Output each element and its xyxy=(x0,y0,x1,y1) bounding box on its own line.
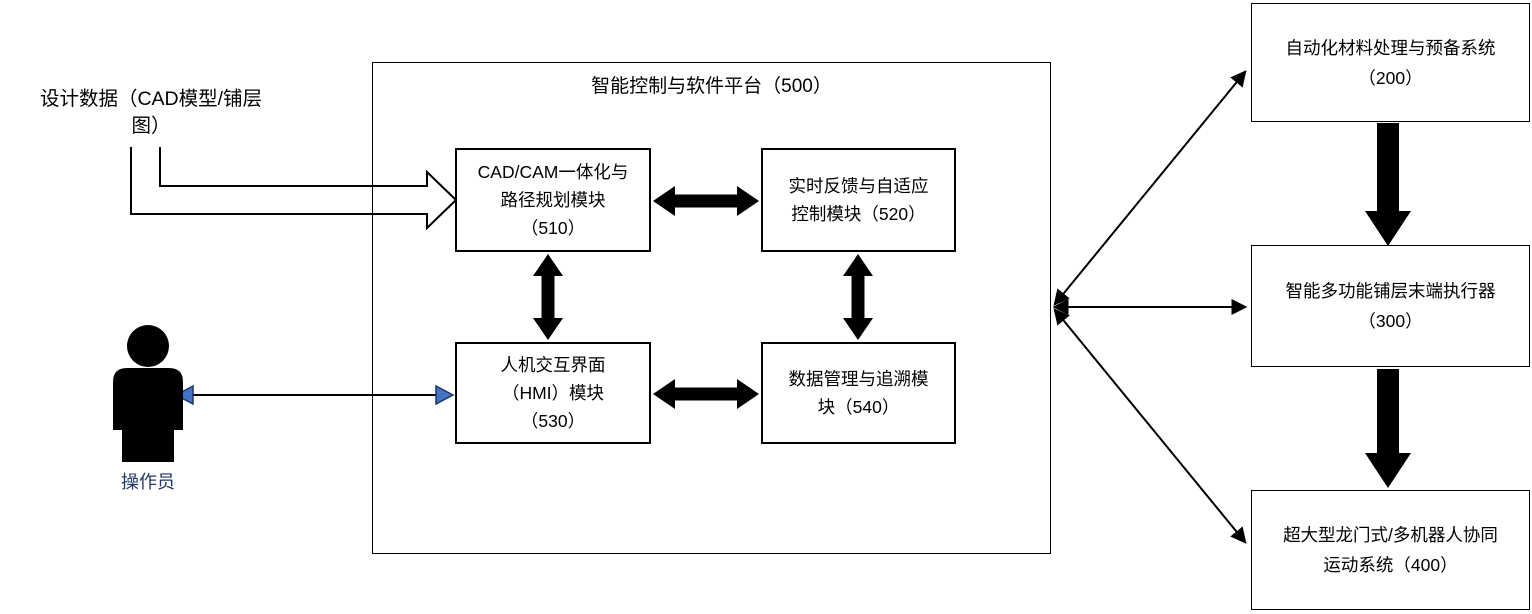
platform-title: 智能控制与软件平台（500） xyxy=(591,76,832,97)
platform-container-box xyxy=(372,62,1051,554)
operator-label: 操作员 xyxy=(121,472,175,492)
arrow-510-530 xyxy=(533,254,563,340)
module-540-data-management-traceability: 数据管理与追溯模 块（540） xyxy=(761,342,956,444)
link-platform-200 xyxy=(1053,70,1247,306)
system-300-multifunction-layup-end-effector: 智能多功能铺层末端执行器 （300） xyxy=(1251,245,1530,367)
arrow-200-300 xyxy=(1365,123,1411,246)
arrow-300-400 xyxy=(1365,369,1411,488)
link-platform-400 xyxy=(1053,308,1247,544)
module-530-hmi: 人机交互界面 （HMI）模块 （530） xyxy=(455,342,651,444)
arrow-510-520 xyxy=(653,186,759,216)
arrow-520-540 xyxy=(843,254,873,340)
operator-person-icon xyxy=(113,325,183,462)
operator-hmi-arrow xyxy=(174,384,455,406)
arrow-530-540 xyxy=(653,379,759,409)
system-200-automated-material-handling: 自动化材料处理与预备系统 （200） xyxy=(1251,3,1530,122)
module-510-cad-cam-path-planning: CAD/CAM一体化与 路径规划模块 （510） xyxy=(455,148,651,252)
module-520-realtime-feedback-adaptive-control: 实时反馈与自适应 控制模块（520） xyxy=(761,148,956,252)
design-data-label: 设计数据（CAD模型/铺层 图） xyxy=(39,88,263,137)
system-400-gantry-multirobot-motion: 超大型龙门式/多机器人协同 运动系统（400） xyxy=(1251,490,1530,610)
